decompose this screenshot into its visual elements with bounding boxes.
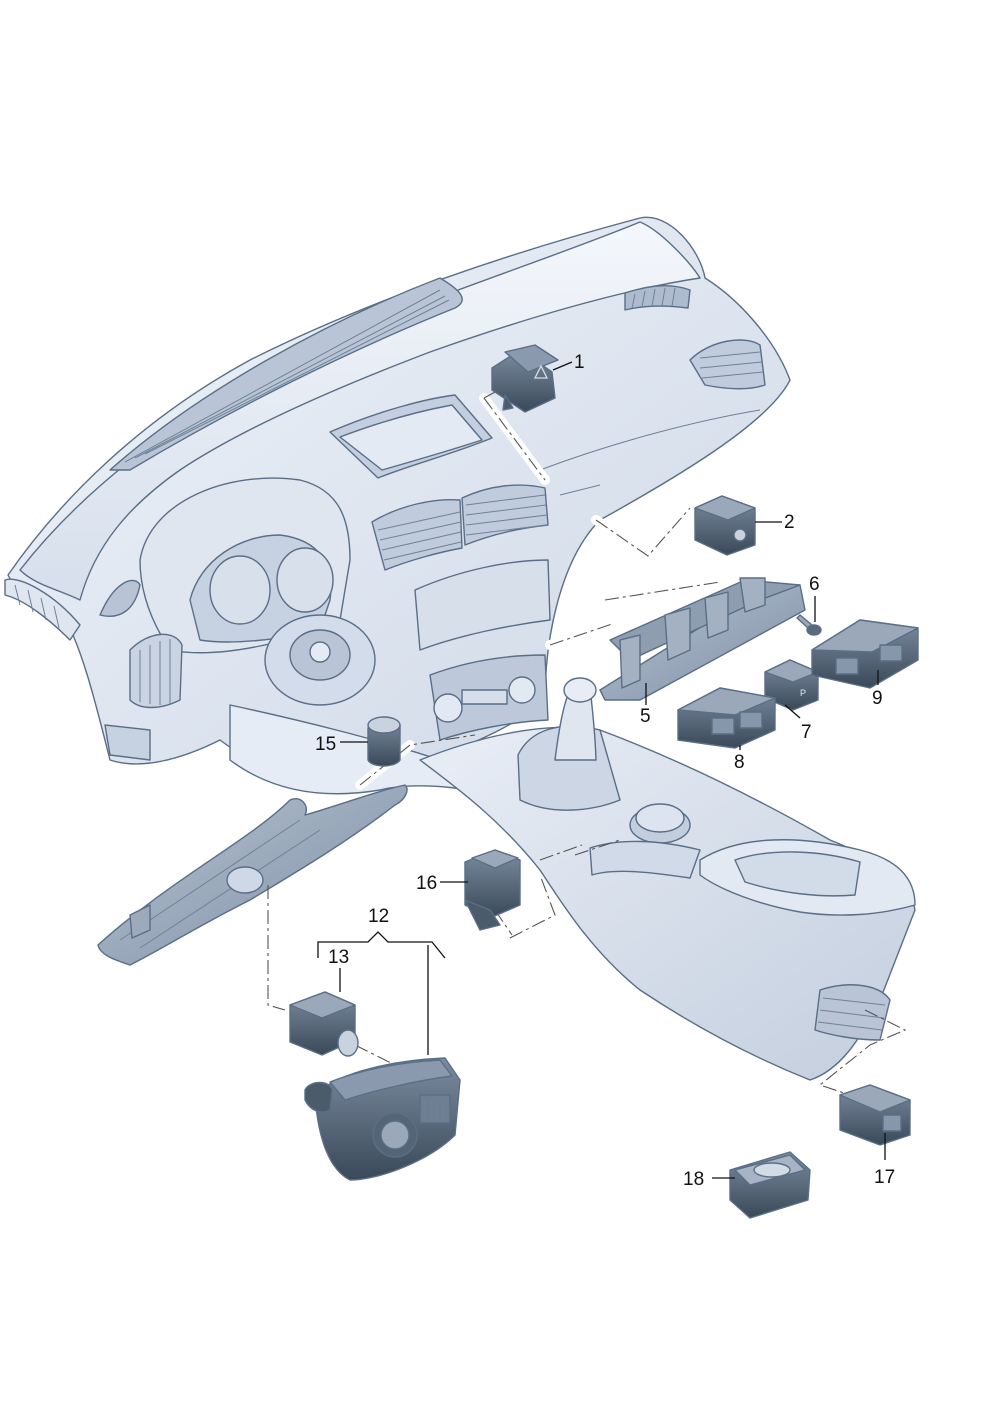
callout-6: 6 (809, 574, 820, 595)
callout-15: 15 (315, 734, 336, 755)
part-15-start-button (367, 716, 401, 767)
assembly-lines (267, 382, 907, 1101)
callout-2: 2 (784, 512, 795, 533)
part-12-light-switch (304, 1057, 461, 1181)
part-17-switch (839, 1084, 911, 1146)
part-2-switch (694, 495, 756, 556)
callout-7: 7 (801, 722, 812, 743)
callout-labels: 1 2 5 6 7 8 9 12 13 15 16 17 18 (315, 352, 895, 1190)
hazard-triangle-icon (533, 364, 549, 379)
callout-1: 1 (574, 352, 585, 373)
light-switch-knob-icon (372, 1112, 418, 1158)
callout-9: 9 (872, 688, 883, 709)
callout-16: 16 (416, 873, 437, 894)
center-console (419, 677, 916, 1081)
callout-5: 5 (640, 706, 651, 727)
part-16-switch (464, 849, 521, 931)
lower-trim-panel (97, 784, 408, 966)
callout-13: 13 (328, 947, 349, 968)
callout-12: 12 (368, 906, 389, 927)
part-9-switch-block (811, 619, 919, 689)
dashboard-assembly (4, 216, 791, 801)
part-6-screw (796, 614, 822, 636)
callout-17: 17 (874, 1167, 895, 1188)
leader-lines (317, 361, 886, 1179)
part-13-switch (289, 991, 359, 1057)
parking-p-icon: P (800, 688, 806, 698)
part-8-switch-block (677, 687, 776, 749)
callout-8: 8 (734, 752, 745, 773)
part-5-bracket (599, 577, 806, 701)
part-18-switch (729, 1151, 811, 1219)
callout-18: 18 (683, 1169, 704, 1190)
part-1-hazard-switch (491, 344, 559, 413)
